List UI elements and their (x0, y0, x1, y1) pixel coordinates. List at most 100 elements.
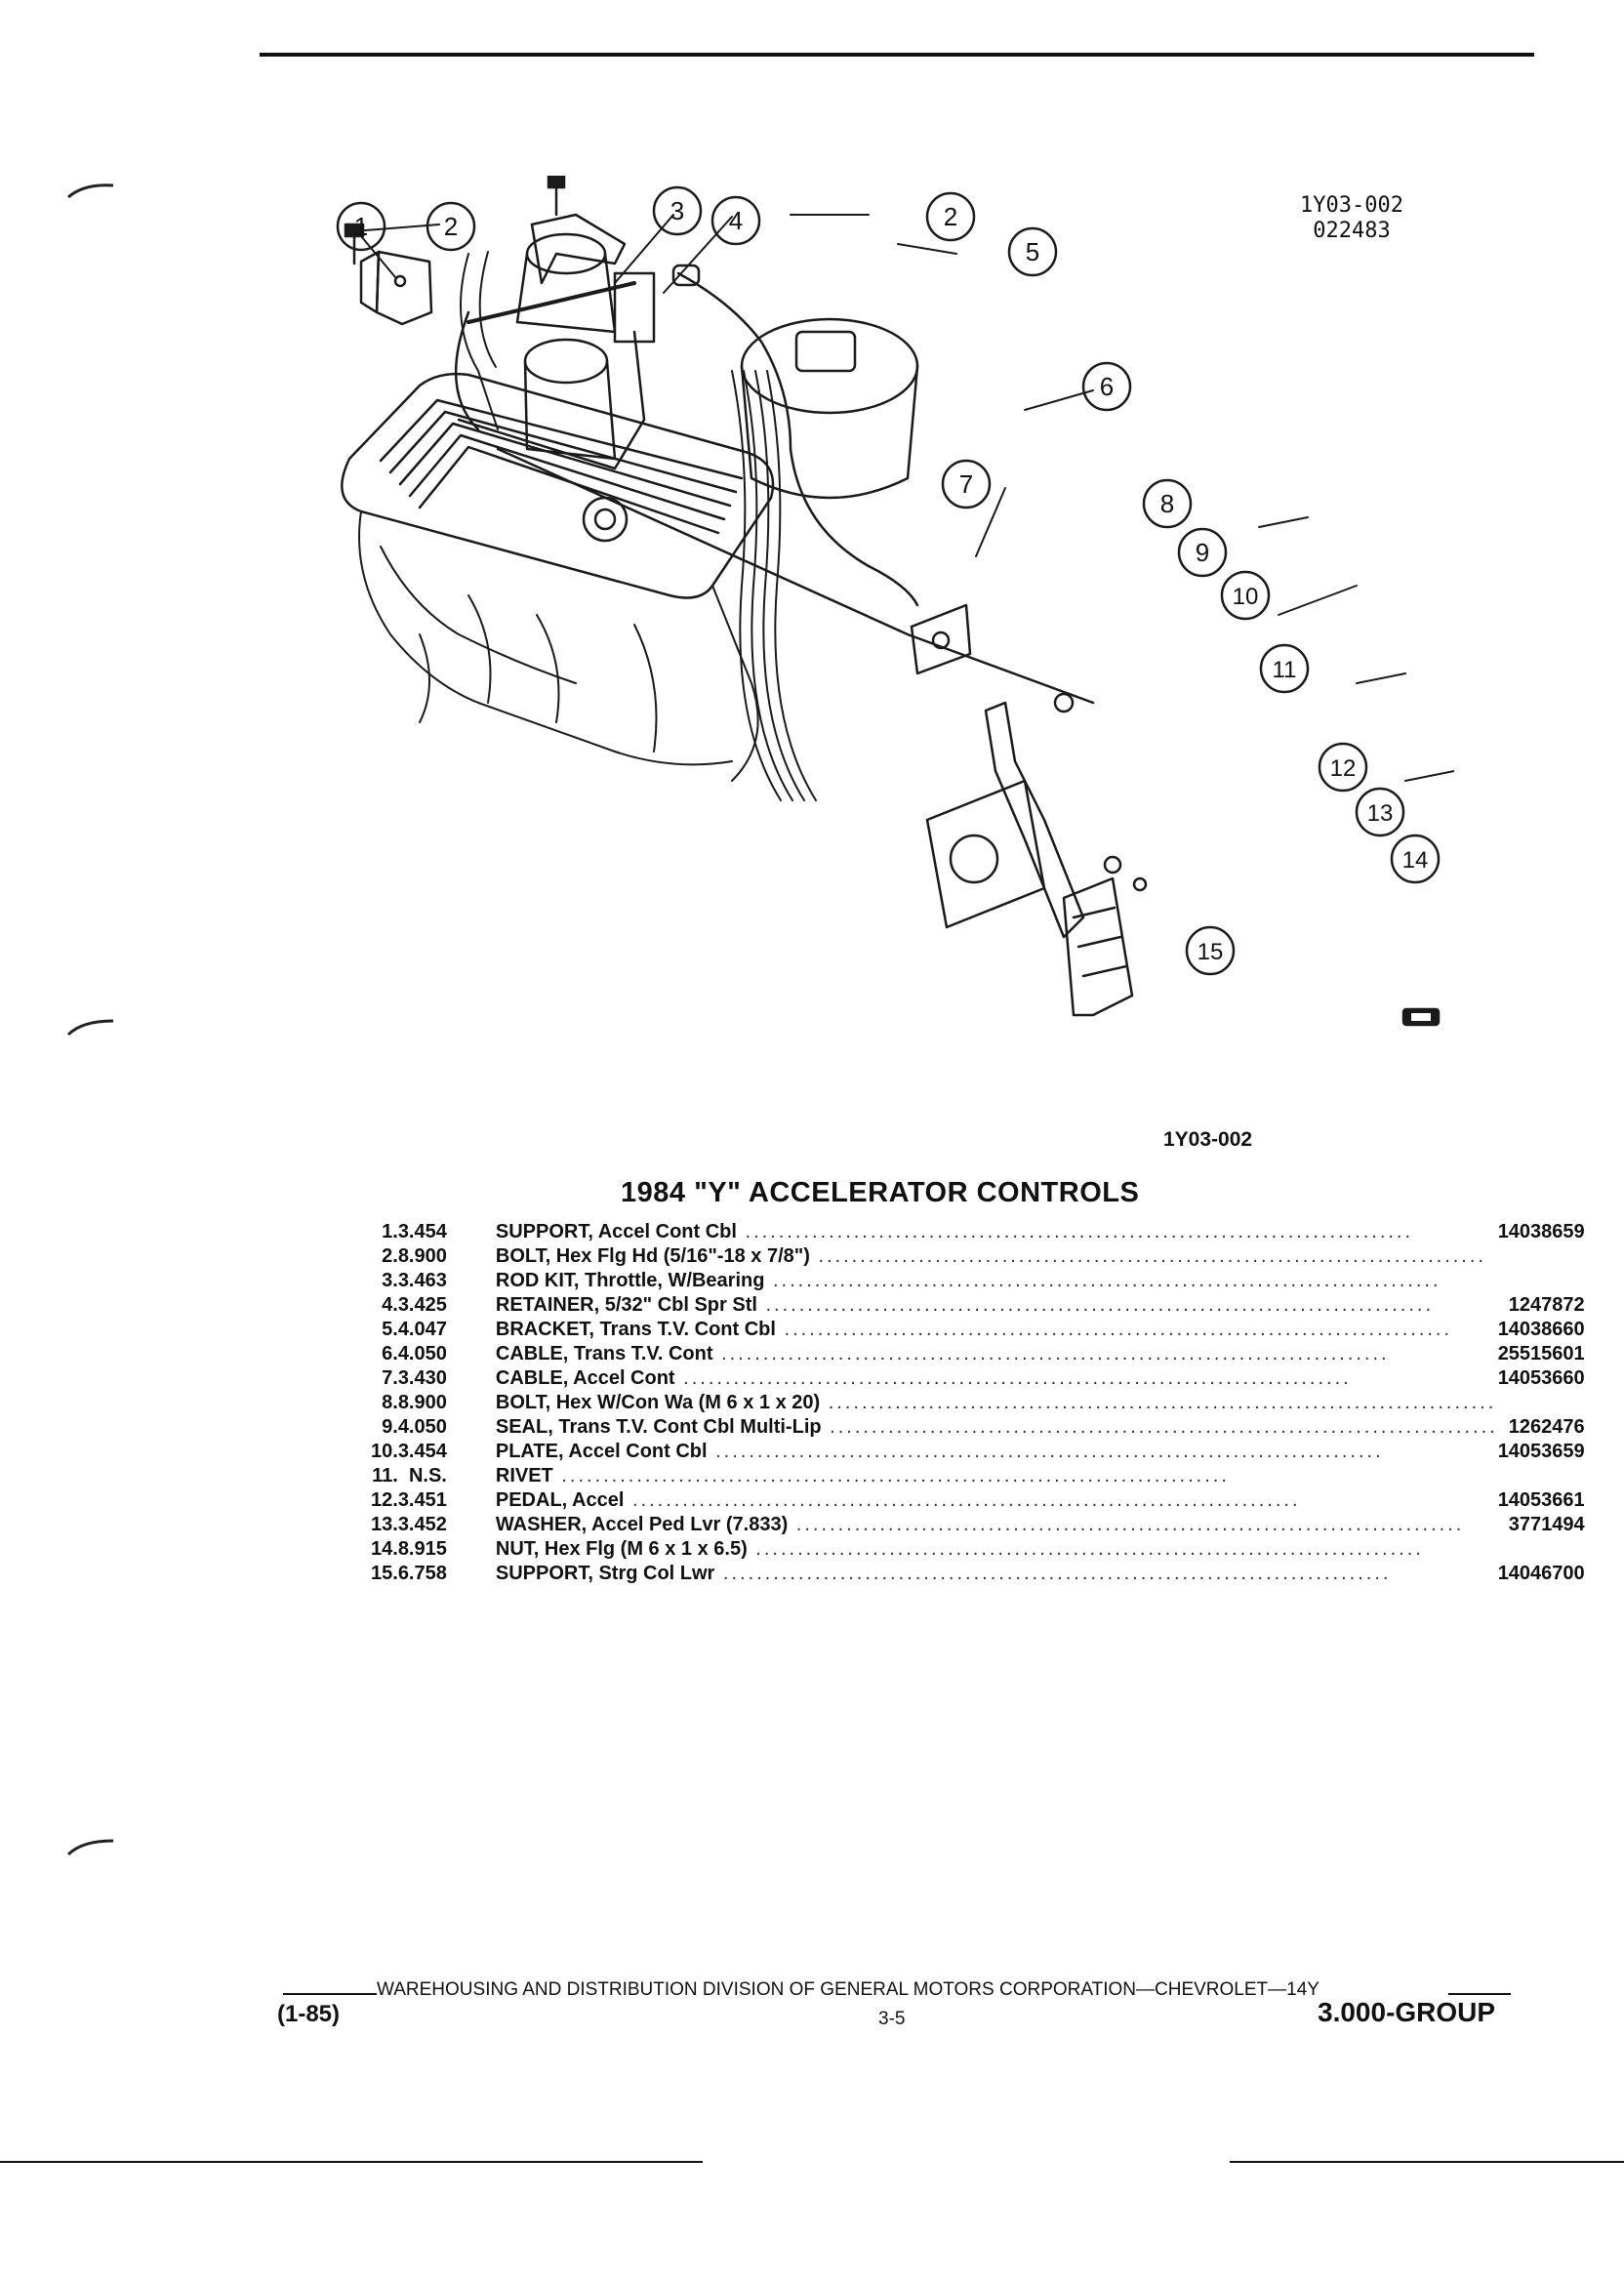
part-number: 14053659 (1497, 1441, 1585, 1462)
part-number: 14038659 (1497, 1221, 1585, 1242)
carburetor (457, 232, 656, 470)
leader-dots: ........................................… (736, 1221, 1414, 1242)
part-item-number: 9. (382, 1416, 398, 1438)
engine-valve-cover (341, 372, 775, 599)
part-group-number: 8.900 (397, 1245, 447, 1267)
callout-11: 11 (1259, 643, 1310, 694)
punch-mark-3 (66, 1839, 114, 1856)
punch-mark-1 (67, 183, 114, 199)
part-description-text: PEDAL, Accel (495, 1489, 625, 1511)
part-item-number: 5. (382, 1319, 398, 1340)
part-description-text: CABLE, Accel Cont (495, 1367, 675, 1389)
part-group-number: 8.900 (397, 1392, 447, 1413)
part-item-number: 14. (371, 1538, 398, 1560)
part-number: 14038660 (1497, 1319, 1585, 1340)
callout-6: 6 (1081, 361, 1132, 412)
part-group-number: 3.451 (397, 1489, 447, 1511)
leader-dots: ........................................… (756, 1294, 1435, 1316)
part-item-number: 1. (382, 1221, 398, 1242)
callout-7: 7 (941, 459, 992, 509)
part-description: PEDAL, Accel ...........................… (496, 1488, 1498, 1513)
callout-9: 9 (1177, 527, 1228, 578)
svg-text:11: 11 (1273, 657, 1297, 683)
leader-dots: ........................................… (712, 1343, 1390, 1364)
part-description-text: WASHER, Accel Ped Lvr (7.833) (495, 1514, 789, 1535)
part-description: RETAINER, 5/32" Cbl Spr Stl ............… (496, 1293, 1498, 1318)
footer-right-rule (1448, 1993, 1511, 1995)
part-item-number: 8. (382, 1392, 398, 1413)
nut (1132, 876, 1148, 892)
accel-pedal (984, 692, 1134, 1017)
svg-text:6: 6 (1100, 372, 1114, 401)
accel-cable-support (359, 250, 433, 326)
leader-dots: ........................................… (788, 1514, 1465, 1535)
part-number: 14053661 (1497, 1489, 1585, 1511)
footer-division: WAREHOUSING AND DISTRIBUTION DIVISION OF… (377, 1979, 1320, 2000)
part-group-number: 8.915 (397, 1538, 447, 1560)
bottom-rule-left (0, 2161, 703, 2163)
footer-page-number: 3-5 (878, 2009, 906, 2029)
engine-block (358, 510, 759, 782)
part-description-text: BRACKET, Trans T.V. Cont Cbl (495, 1319, 776, 1340)
part-description-text: ROD KIT, Throttle, W/Bearing (495, 1270, 765, 1291)
spark-plug-wires (731, 370, 817, 801)
part-group-number: N.S. (408, 1465, 447, 1486)
part-number: 14046700 (1497, 1563, 1585, 1584)
margin-marks (66, 183, 114, 1856)
part-item-number: 15. (371, 1563, 398, 1584)
part-number: 1262476 (1508, 1416, 1585, 1438)
part-description-text: RIVET (495, 1465, 553, 1486)
part-description-text: SUPPORT, Strg Col Lwr (495, 1563, 715, 1584)
svg-text:3: 3 (670, 196, 684, 225)
svg-text:13: 13 (1367, 800, 1394, 827)
cable-plate (910, 603, 972, 675)
part-item-number: 12. (371, 1489, 398, 1511)
section-title: 1984 "Y" ACCELERATOR CONTROLS (621, 1177, 1140, 1208)
svg-text:15: 15 (1198, 939, 1224, 965)
callout-13: 13 (1355, 787, 1405, 837)
part-group-number: 3.452 (397, 1514, 447, 1535)
part-group-number: 4.047 (397, 1319, 447, 1340)
part-item-number: 13. (371, 1514, 398, 1535)
callout-8: 8 (1142, 478, 1193, 529)
callout-2a: 2 (426, 201, 476, 252)
svg-text:7: 7 (959, 469, 973, 499)
part-group-number: 3.454 (397, 1441, 447, 1462)
parts-row: 11.N.S.RIVET ...........................… (371, 1464, 1585, 1488)
trans-tv-cable (676, 271, 919, 607)
part-number: 3771494 (1508, 1514, 1585, 1535)
callout-15: 15 (1185, 925, 1236, 976)
part-number (1498, 1464, 1585, 1488)
callout-4: 4 (710, 195, 761, 246)
svg-text:10: 10 (1233, 584, 1259, 610)
figure-code-stamp: 1Y03-002 022483 (1269, 193, 1435, 244)
part-group-number: 3.425 (397, 1294, 447, 1316)
part-number (1498, 1244, 1585, 1269)
part-description: ROD KIT, Throttle, W/Bearing ...........… (496, 1269, 1498, 1293)
gm-logo-mark (1401, 1007, 1441, 1027)
part-number: 25515601 (1497, 1343, 1585, 1364)
trans-tv-bracket (530, 176, 627, 285)
washer (1103, 855, 1122, 875)
part-description: WASHER, Accel Ped Lvr (7.833) ..........… (496, 1513, 1498, 1537)
callout-bubbles: 1 2 3 4 2 5 6 7 8 9 10 11 12 13 14 15 (336, 185, 1441, 976)
part-description: SUPPORT, Strg Col Lwr ..................… (496, 1562, 1498, 1586)
part-number (1498, 1269, 1585, 1293)
leader-dots: ........................................… (821, 1416, 1498, 1438)
part-group-number: 6.758 (397, 1563, 447, 1584)
callout-3: 3 (652, 185, 703, 236)
part-description-text: BOLT, Hex Flg Hd (5/16"-18 x 7/8") (495, 1245, 810, 1267)
leader-dots: ........................................… (707, 1441, 1384, 1462)
part-description: CABLE, Accel Cont ......................… (496, 1366, 1498, 1391)
part-item-number: 7. (382, 1367, 398, 1389)
part-description: SEAL, Trans T.V. Cont Cbl Multi-Lip ....… (496, 1415, 1498, 1440)
part-item-number: 10. (371, 1441, 398, 1462)
part-description-text: SUPPORT, Accel Cont Cbl (495, 1221, 737, 1242)
